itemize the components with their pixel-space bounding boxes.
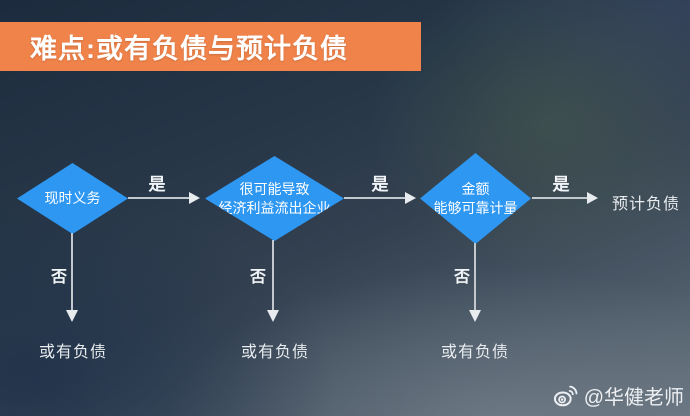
decision-node-economic-outflow: 很可能导致 经济利益流出企业 xyxy=(205,156,344,241)
decision-node-reliable-measure: 金额 能够可靠计量 xyxy=(420,153,531,244)
outcome-estimated-liability: 预计负债 xyxy=(612,196,681,213)
connector-line xyxy=(532,197,588,199)
connector-line xyxy=(71,233,73,311)
edge-label-no: 否 xyxy=(50,269,67,286)
title-banner: 难点:或有负债与预计负债 xyxy=(0,22,421,71)
connector-line xyxy=(474,243,476,311)
decision-node-label-line1: 很可能导致 xyxy=(239,180,310,197)
page-title: 难点:或有负债与预计负债 xyxy=(30,34,348,64)
edge-label-yes: 是 xyxy=(371,175,389,194)
connector-line xyxy=(128,197,190,199)
decision-node-label-line2: 经济利益流出企业 xyxy=(218,199,331,216)
decision-node-label: 现时义务 xyxy=(44,190,101,206)
decision-node-label-line2: 能够可靠计量 xyxy=(433,199,518,216)
weibo-icon xyxy=(552,382,579,409)
decision-node-label-line1: 金额 xyxy=(461,180,490,197)
outcome-contingent-liability: 或有负债 xyxy=(240,344,310,361)
arrow-down-icon xyxy=(267,310,279,322)
decision-node-present-obligation: 现时义务 xyxy=(17,163,128,234)
watermark: @华健老师 xyxy=(552,381,684,410)
arrow-down-icon xyxy=(66,310,78,322)
arrow-right-icon xyxy=(587,192,598,204)
outcome-contingent-liability: 或有负债 xyxy=(440,344,510,361)
watermark-handle: @华健老师 xyxy=(583,387,684,409)
arrow-right-icon xyxy=(405,192,416,204)
edge-label-yes: 是 xyxy=(552,175,570,194)
edge-label-no: 否 xyxy=(249,269,266,286)
edge-label-no: 否 xyxy=(453,269,470,286)
arrow-down-icon xyxy=(469,310,481,322)
outcome-contingent-liability: 或有负债 xyxy=(38,344,108,361)
edge-label-yes: 是 xyxy=(148,175,166,194)
connector-line xyxy=(344,197,406,199)
connector-line xyxy=(272,240,274,311)
arrow-right-icon xyxy=(189,192,200,204)
